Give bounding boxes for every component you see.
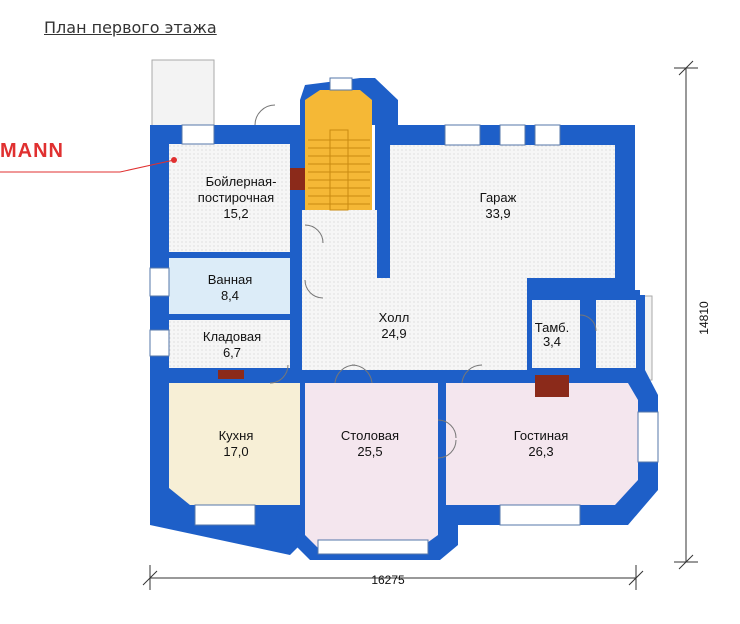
hall-room-b <box>302 278 527 370</box>
label-boiler-1: Бойлерная- <box>206 174 277 189</box>
label-vestibule: Тамб. <box>535 320 569 335</box>
dining-room <box>305 383 438 548</box>
area-vestibule: 3,4 <box>543 334 561 349</box>
area-living: 26,3 <box>528 444 553 459</box>
kitchen-vent <box>218 370 244 379</box>
label-boiler-2: постирочная <box>198 190 274 205</box>
boiler-room <box>169 144 290 252</box>
garage-room <box>390 145 615 278</box>
plan-title: План первого этажа <box>44 18 217 37</box>
terrace-top <box>151 59 215 127</box>
label-pantry: Кладовая <box>203 329 261 344</box>
fireplace <box>535 375 569 397</box>
vestibule-room <box>532 300 580 368</box>
label-living: Гостиная <box>514 428 569 443</box>
area-bath: 8,4 <box>221 288 239 303</box>
area-garage: 33,9 <box>485 206 510 221</box>
area-kitchen: 17,0 <box>223 444 248 459</box>
porch-inner <box>596 300 636 368</box>
label-kitchen: Кухня <box>219 428 254 443</box>
stair-treads <box>308 129 370 211</box>
label-dining: Столовая <box>341 428 399 443</box>
width-label: 16275 <box>371 573 405 587</box>
bath-room <box>169 258 290 314</box>
height-label: 14810 <box>697 301 711 335</box>
area-pantry: 6,7 <box>223 345 241 360</box>
door-swings <box>254 104 597 459</box>
boiler-chimney <box>290 168 305 190</box>
pantry-room <box>169 320 290 368</box>
label-bath: Ванная <box>208 272 253 287</box>
kitchen-room <box>169 383 300 505</box>
area-hall: 24,9 <box>381 326 406 341</box>
dimension-height <box>674 60 698 570</box>
windows <box>149 77 659 555</box>
area-boiler: 15,2 <box>223 206 248 221</box>
brand-logo: MANN <box>0 140 64 162</box>
area-dining: 25,5 <box>357 444 382 459</box>
dimension-width <box>142 565 644 590</box>
label-garage: Гараж <box>480 190 517 205</box>
living-room <box>446 383 638 505</box>
label-hall: Холл <box>379 310 410 325</box>
